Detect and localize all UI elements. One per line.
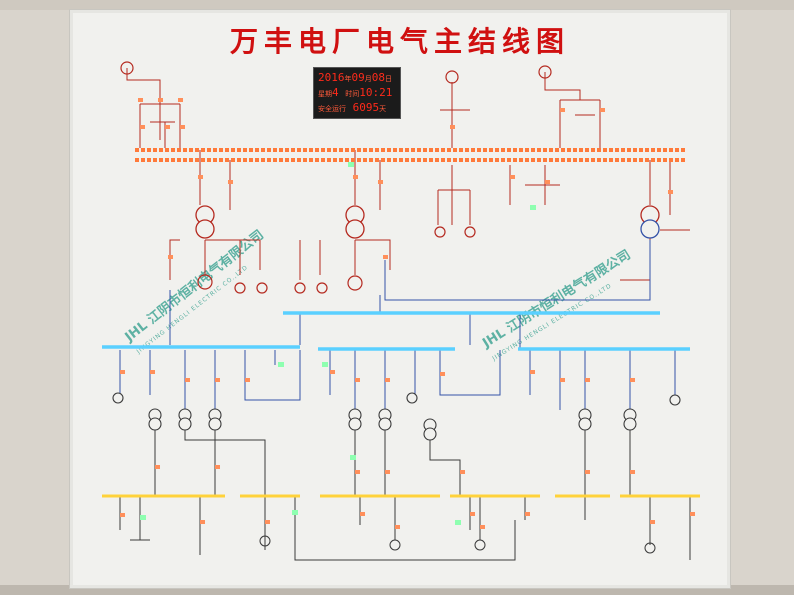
transformer-icon bbox=[195, 219, 215, 239]
clock-month-suffix: 月 bbox=[364, 75, 372, 83]
clock-safe-days: 6095 bbox=[352, 101, 380, 114]
generator-icon bbox=[120, 61, 134, 75]
breaker-indicators bbox=[120, 98, 695, 529]
clock-day: 08 bbox=[371, 71, 385, 84]
generator-icon bbox=[197, 274, 213, 290]
led-clock-panel: 2016年09月08日 星期4 时间10:21 安全运行 6095天 bbox=[313, 67, 401, 119]
board-title: 万丰电厂电气主结线图 bbox=[229, 25, 570, 58]
clock-safe-unit: 天 bbox=[379, 105, 387, 113]
generator-icon bbox=[347, 275, 363, 291]
wall-bottom bbox=[0, 585, 794, 595]
motor-icon bbox=[316, 282, 328, 294]
clock-date-row: 2016年09月08日 bbox=[318, 71, 396, 85]
motor-icon bbox=[464, 226, 476, 238]
motor-icon bbox=[434, 226, 446, 238]
green-indicators bbox=[140, 162, 536, 525]
generator-symbols bbox=[120, 61, 552, 294]
clock-weekday: 4 bbox=[332, 86, 339, 99]
clock-time: 10:21 bbox=[359, 86, 393, 99]
clock-safe-row: 安全运行 6095天 bbox=[318, 101, 396, 115]
motor-icon bbox=[234, 282, 246, 294]
clock-weekday-label: 星期 bbox=[318, 90, 332, 98]
clock-day-suffix: 日 bbox=[385, 75, 392, 83]
upper-network bbox=[126, 68, 690, 281]
high-voltage-buses bbox=[135, 148, 685, 162]
clock-year-suffix: 年 bbox=[344, 75, 352, 83]
clock-time-row: 星期4 时间10:21 bbox=[318, 86, 396, 100]
main-transformers bbox=[195, 205, 660, 239]
station-transformers bbox=[112, 392, 681, 441]
clock-year: 2016 bbox=[318, 71, 345, 84]
generator-icon bbox=[445, 70, 459, 84]
load-symbols bbox=[259, 535, 656, 554]
transformer-icon bbox=[640, 219, 660, 239]
motor-icon bbox=[256, 282, 268, 294]
clock-month: 09 bbox=[351, 71, 365, 84]
transformer-icon bbox=[345, 219, 365, 239]
clock-safe-label: 安全运行 bbox=[318, 105, 346, 113]
wall-top bbox=[0, 0, 794, 10]
motor-icon bbox=[294, 282, 306, 294]
generator-icon bbox=[538, 65, 552, 79]
clock-time-label: 时间 bbox=[345, 90, 360, 98]
middle-network bbox=[119, 240, 676, 410]
medium-voltage-buses bbox=[102, 311, 690, 351]
